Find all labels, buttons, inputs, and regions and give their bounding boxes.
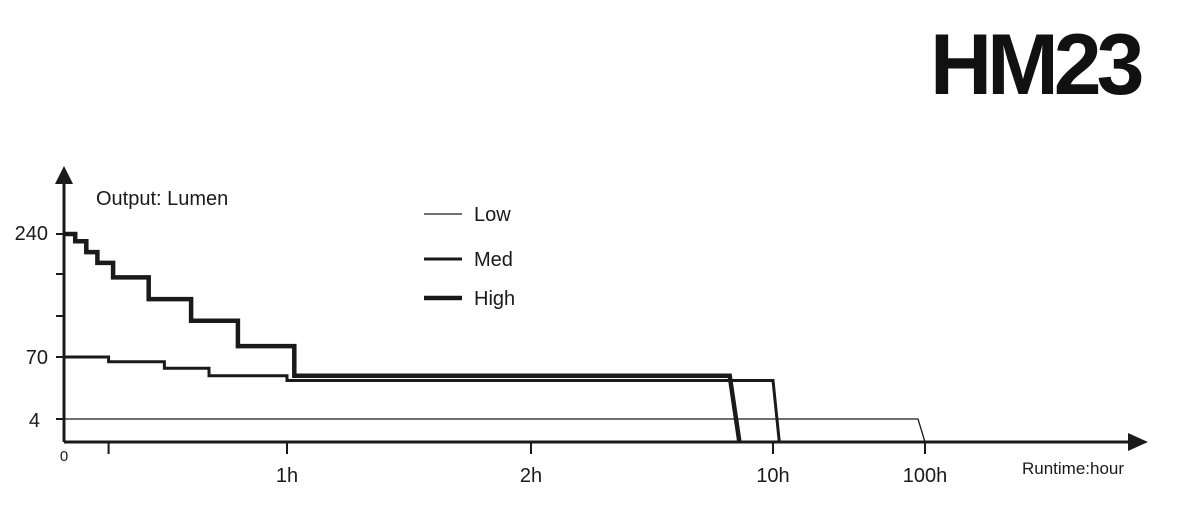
legend-label-med: Med: [474, 249, 513, 271]
y-tick-label-4: 4: [29, 410, 40, 432]
y-tick-label-70: 70: [26, 347, 48, 369]
series-line-high: [64, 231, 742, 443]
series-line-med: [64, 355, 781, 443]
y-axis-title: Output: Lumen: [96, 188, 228, 210]
y-tick-label-240: 240: [15, 223, 48, 245]
x-tick-label-1h: 1h: [276, 465, 298, 487]
legend-label-low: Low: [474, 204, 511, 226]
x-origin-label: 0: [60, 448, 68, 465]
x-tick-label-10h: 10h: [756, 465, 789, 487]
y-axis-arrow: [55, 166, 73, 184]
x-tick-label-100h: 100h: [903, 465, 948, 487]
series-layer: [64, 231, 926, 443]
axis-ticks: [56, 233, 926, 454]
legend: Low Med High: [424, 204, 515, 310]
legend-label-high: High: [474, 288, 515, 310]
x-axis-title: Runtime:hour: [1022, 459, 1124, 478]
model-title: HM23: [930, 17, 1144, 113]
series-line-low: [64, 418, 926, 443]
x-tick-label-2h: 2h: [520, 465, 542, 487]
x-axis-arrow: [1128, 433, 1148, 451]
